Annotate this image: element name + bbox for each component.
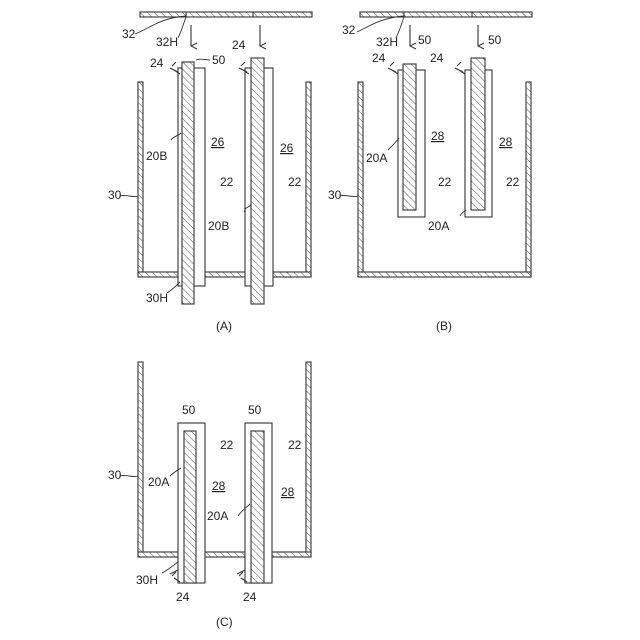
- label-20a-left: 20A: [366, 151, 387, 165]
- label-20a-left: 20A: [148, 475, 169, 489]
- label-20b-left: 20B: [146, 149, 167, 163]
- label-32h: 32H: [156, 35, 178, 49]
- label-28-right: 28: [281, 485, 295, 499]
- label-24-right: 24: [243, 590, 257, 604]
- label-28-left: 28: [431, 129, 445, 143]
- label-28-left: 28: [212, 479, 226, 493]
- label-22-right: 22: [288, 438, 302, 452]
- label-24-left: 24: [176, 590, 190, 604]
- label-32: 32: [342, 23, 356, 37]
- label-50-left: 50: [182, 403, 196, 417]
- label-28-right: 28: [499, 135, 513, 149]
- label-24-left: 24: [150, 56, 164, 70]
- label-30h: 30H: [136, 573, 158, 587]
- label-22-left: 22: [438, 175, 452, 189]
- panel-c: 50 50 22 22 30 20A 20A 28 28 30H 24 24 (…: [108, 362, 311, 629]
- holder-assembly-right: [245, 58, 273, 304]
- holder-assembly-right: [245, 423, 272, 583]
- holder-assembly-left: [178, 62, 205, 304]
- label-22-right: 22: [506, 175, 520, 189]
- label-20b-right: 20B: [208, 219, 229, 233]
- label-30h: 30H: [146, 291, 168, 305]
- label-32: 32: [122, 27, 136, 41]
- label-20a-right: 20A: [207, 509, 228, 523]
- label-22-left: 22: [220, 175, 234, 189]
- caption-c: (C): [216, 615, 233, 629]
- caption-b: (B): [436, 319, 452, 333]
- panel-a: 32 32H 24 24 50 26 26 20B 20B 22 22 30 3…: [108, 12, 312, 333]
- holder-assembly-left: [398, 64, 425, 217]
- valve-icon: [455, 62, 465, 74]
- label-50-left: 50: [418, 33, 432, 47]
- label-22-right: 22: [288, 175, 302, 189]
- label-22-left: 22: [220, 438, 234, 452]
- label-24-left: 24: [372, 51, 386, 65]
- plate-32: [360, 12, 532, 17]
- label-24-right: 24: [232, 38, 246, 52]
- label-32h: 32H: [376, 35, 398, 49]
- label-30: 30: [108, 468, 122, 482]
- label-30: 30: [328, 188, 342, 202]
- label-24-right: 24: [430, 51, 444, 65]
- label-26-left: 26: [211, 135, 225, 149]
- label-50: 50: [212, 53, 226, 67]
- label-30: 30: [108, 188, 122, 202]
- tank-30: [138, 362, 311, 557]
- holder-assembly-left: [178, 423, 205, 583]
- valve-icon: [388, 62, 398, 74]
- label-50-right: 50: [248, 403, 262, 417]
- caption-a: (A): [216, 319, 232, 333]
- plate-32: [140, 12, 312, 17]
- label-50-right: 50: [488, 33, 502, 47]
- label-26-right: 26: [280, 141, 294, 155]
- label-20a-right: 20A: [428, 219, 449, 233]
- holder-assembly-right: [465, 58, 492, 217]
- panel-b: 32 32H 24 24 50 50 28 28 20A 20A 22 22 3…: [328, 12, 532, 333]
